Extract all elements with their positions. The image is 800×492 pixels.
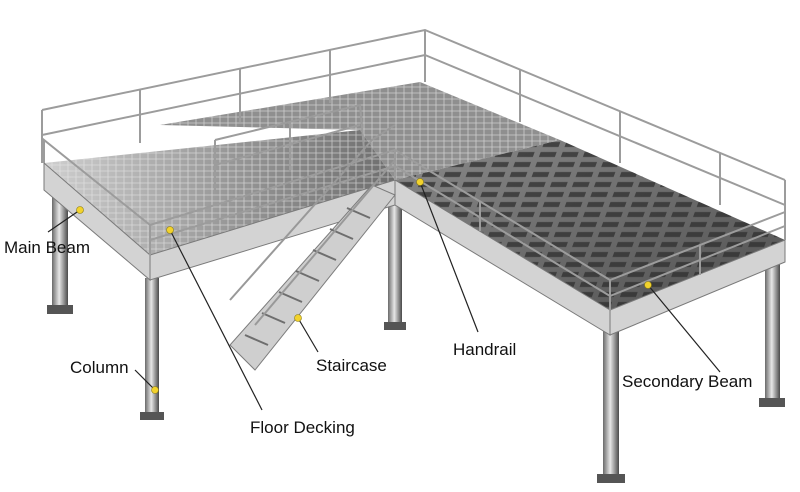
label-main-beam: Main Beam xyxy=(4,238,90,257)
dot-column xyxy=(151,386,159,394)
dot-main-beam xyxy=(76,206,84,214)
callout-dots xyxy=(76,178,652,394)
floor-decking xyxy=(44,82,785,310)
dot-floor-decking xyxy=(166,226,174,234)
handrail xyxy=(41,28,786,310)
dot-secondary-beam xyxy=(644,281,652,289)
leader-handrail xyxy=(419,181,479,333)
label-column: Column xyxy=(70,358,129,377)
column-back-mid xyxy=(388,205,402,327)
label-handrail: Handrail xyxy=(453,340,517,359)
label-secondary-beam: Secondary Beam xyxy=(622,372,753,391)
leader-secondary-beam xyxy=(647,284,721,373)
secondary-beam-edge xyxy=(609,239,786,336)
dot-handrail xyxy=(416,178,424,186)
staircase xyxy=(229,124,396,371)
leader-main-beam xyxy=(47,209,81,233)
label-staircase: Staircase xyxy=(316,356,387,375)
column-back-right xyxy=(765,255,780,403)
column-front-right xyxy=(603,330,619,480)
column-front-left xyxy=(52,185,68,310)
column-front-center xyxy=(145,278,159,418)
leader-floor-decking xyxy=(169,229,263,411)
leader-column xyxy=(134,369,156,391)
leader-staircase xyxy=(297,317,319,353)
label-floor-decking: Floor Decking xyxy=(250,418,355,437)
dot-staircase xyxy=(294,314,302,322)
main-beams xyxy=(43,161,786,336)
callout-lines xyxy=(47,181,721,411)
